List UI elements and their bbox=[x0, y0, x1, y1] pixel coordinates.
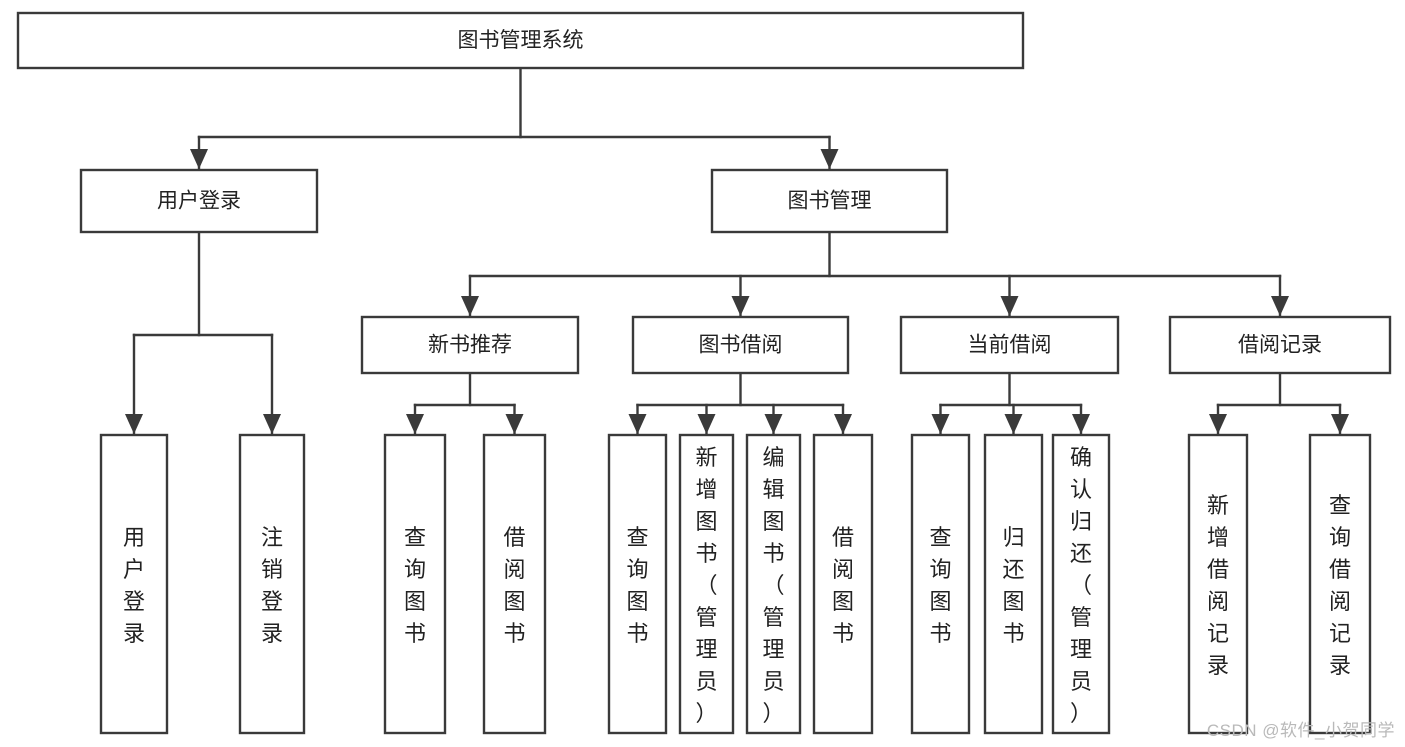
node-label: 图书管理系统 bbox=[458, 29, 584, 52]
node-leaf-新增图书管理员-5[interactable]: 新增图书（管理员） bbox=[678, 433, 735, 735]
node-leaf-查询借阅记录-12[interactable]: 查询借阅记录 bbox=[1308, 433, 1372, 735]
arrow-head-icon bbox=[764, 414, 783, 434]
node-label: 图书管理 bbox=[788, 190, 872, 213]
node-module-图书管理-1[interactable]: 图书管理 bbox=[710, 168, 949, 234]
arrow-head-icon bbox=[1209, 414, 1227, 434]
node-submodule-图书借阅-1[interactable]: 图书借阅 bbox=[631, 315, 850, 375]
node-leaf-注销登录-1[interactable]: 注销登录 bbox=[238, 433, 306, 735]
arrow-head-icon bbox=[731, 296, 750, 316]
node-box bbox=[1168, 315, 1392, 375]
node-label: 查询图书 bbox=[404, 525, 426, 646]
node-label: 用户登录 bbox=[123, 525, 145, 646]
node-label: 注销登录 bbox=[261, 525, 283, 646]
node-box bbox=[910, 433, 971, 735]
node-leaf-查询图书-8[interactable]: 查询图书 bbox=[910, 433, 971, 735]
node-leaf-借阅图书-3[interactable]: 借阅图书 bbox=[482, 433, 547, 735]
node-leaf-用户登录-0[interactable]: 用户登录 bbox=[99, 433, 169, 735]
node-label: 查询借阅记录 bbox=[1329, 493, 1351, 678]
node-label: 新增图书（管理员） bbox=[695, 445, 717, 726]
diagram-nodes: 图书管理系统用户登录图书管理新书推荐图书借阅当前借阅借阅记录用户登录注销登录查询… bbox=[16, 11, 1392, 735]
node-box bbox=[745, 433, 802, 735]
node-label: 归还图书 bbox=[1002, 525, 1024, 646]
connector-lines bbox=[125, 66, 1349, 435]
node-label: 借阅图书 bbox=[832, 525, 854, 646]
node-box bbox=[482, 433, 547, 735]
node-box bbox=[678, 433, 735, 735]
node-label: 查询图书 bbox=[929, 525, 951, 646]
arrow-head-icon bbox=[628, 414, 647, 434]
node-label: 确认归还（管理员） bbox=[1070, 445, 1092, 726]
node-leaf-归还图书-9[interactable]: 归还图书 bbox=[983, 433, 1044, 735]
node-label: 借阅图书 bbox=[503, 525, 525, 646]
arrow-head-icon bbox=[190, 149, 208, 169]
arrow-head-icon bbox=[1271, 296, 1289, 316]
node-box bbox=[1308, 433, 1372, 735]
node-box bbox=[79, 168, 319, 234]
node-leaf-查询图书-2[interactable]: 查询图书 bbox=[383, 433, 447, 735]
node-module-用户登录-0[interactable]: 用户登录 bbox=[79, 168, 319, 234]
node-box bbox=[16, 11, 1025, 70]
node-label: 当前借阅 bbox=[968, 334, 1052, 357]
node-leaf-编辑图书管理员-6[interactable]: 编辑图书（管理员） bbox=[745, 433, 802, 735]
node-submodule-借阅记录-3[interactable]: 借阅记录 bbox=[1168, 315, 1392, 375]
arrow-head-icon bbox=[1072, 414, 1090, 434]
arrow-head-icon bbox=[1000, 296, 1019, 316]
node-box bbox=[238, 433, 306, 735]
node-box bbox=[360, 315, 580, 375]
arrow-head-icon bbox=[263, 414, 281, 434]
node-label: 新书推荐 bbox=[428, 334, 512, 357]
node-box bbox=[710, 168, 949, 234]
arrow-head-icon bbox=[125, 414, 143, 434]
arrow-head-icon bbox=[931, 414, 950, 434]
node-label: 查询图书 bbox=[626, 525, 648, 646]
node-box bbox=[983, 433, 1044, 735]
node-label: 借阅记录 bbox=[1238, 334, 1322, 357]
node-root-图书管理系统-0[interactable]: 图书管理系统 bbox=[16, 11, 1025, 70]
node-box bbox=[383, 433, 447, 735]
node-label: 编辑图书（管理员） bbox=[762, 445, 784, 726]
node-box bbox=[1187, 433, 1249, 735]
arrow-head-icon bbox=[461, 296, 479, 316]
node-submodule-当前借阅-2[interactable]: 当前借阅 bbox=[899, 315, 1120, 375]
node-submodule-新书推荐-0[interactable]: 新书推荐 bbox=[360, 315, 580, 375]
node-box bbox=[631, 315, 850, 375]
arrow-head-icon bbox=[697, 414, 716, 434]
node-box bbox=[899, 315, 1120, 375]
node-box bbox=[607, 433, 668, 735]
arrow-head-icon bbox=[820, 149, 839, 169]
node-box bbox=[99, 433, 169, 735]
node-box bbox=[812, 433, 874, 735]
arrow-head-icon bbox=[834, 414, 852, 434]
node-label: 图书借阅 bbox=[699, 334, 783, 357]
node-leaf-查询图书-4[interactable]: 查询图书 bbox=[607, 433, 668, 735]
arrow-head-icon bbox=[1331, 414, 1349, 434]
node-label: 新增借阅记录 bbox=[1207, 493, 1229, 678]
arrow-head-icon bbox=[406, 414, 424, 434]
node-label: 用户登录 bbox=[157, 190, 241, 213]
arrow-head-icon bbox=[1004, 414, 1023, 434]
node-leaf-新增借阅记录-11[interactable]: 新增借阅记录 bbox=[1187, 433, 1249, 735]
node-leaf-借阅图书-7[interactable]: 借阅图书 bbox=[812, 433, 874, 735]
node-box bbox=[1051, 433, 1111, 735]
node-leaf-确认归还管理员-10[interactable]: 确认归还（管理员） bbox=[1051, 433, 1111, 735]
arrow-head-icon bbox=[505, 414, 524, 434]
